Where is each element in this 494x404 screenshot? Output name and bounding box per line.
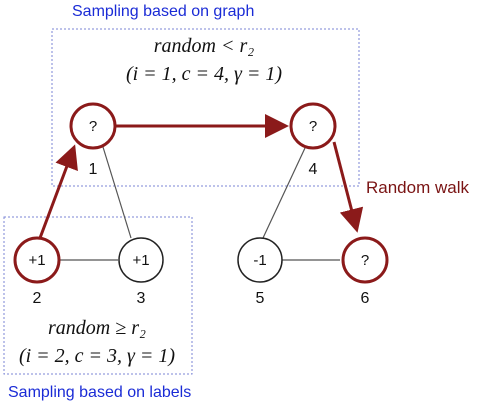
node-5-value: -1 xyxy=(253,252,266,269)
node-6-id: 6 xyxy=(361,290,370,307)
edge-1-3 xyxy=(102,146,132,239)
graph-sampling-box xyxy=(51,28,360,187)
node-5: -1 5 xyxy=(237,237,283,307)
walk-arrow-4-to-6 xyxy=(332,141,364,233)
node-1-value: ? xyxy=(89,118,97,135)
label-sampling-caption: Sampling based on labels xyxy=(8,384,191,401)
random-walk-label: Random walk xyxy=(366,178,469,197)
node-3-id: 3 xyxy=(137,290,146,307)
node-4-id: 4 xyxy=(309,161,318,178)
node-1: ? 1 xyxy=(69,102,117,178)
node-4: ? 4 xyxy=(289,102,337,178)
node-6-value: ? xyxy=(361,252,369,269)
label-params-formula: (i = 2, c = 3, γ = 1) xyxy=(19,345,175,367)
node-2-id: 2 xyxy=(33,290,42,307)
node-5-id: 5 xyxy=(256,290,265,307)
node-2: +1 2 xyxy=(13,236,61,307)
node-3-value: +1 xyxy=(132,252,149,269)
node-6: ? 6 xyxy=(341,236,389,307)
graph-params-formula: (i = 1, c = 4, γ = 1) xyxy=(126,63,282,85)
label-condition-formula: random ≥ r₂ xyxy=(48,317,146,339)
graph-sampling-caption: Sampling based on graph xyxy=(72,3,254,20)
walk-arrow-2-to-1 xyxy=(38,144,78,239)
node-2-value: +1 xyxy=(28,252,45,269)
graph-condition-formula: random < r₂ xyxy=(154,35,255,57)
node-1-id: 1 xyxy=(89,161,98,178)
node-3: +1 3 xyxy=(118,237,164,307)
label-sampling-box xyxy=(3,216,193,375)
node-4-value: ? xyxy=(309,118,317,135)
edge-4-5 xyxy=(262,147,306,239)
